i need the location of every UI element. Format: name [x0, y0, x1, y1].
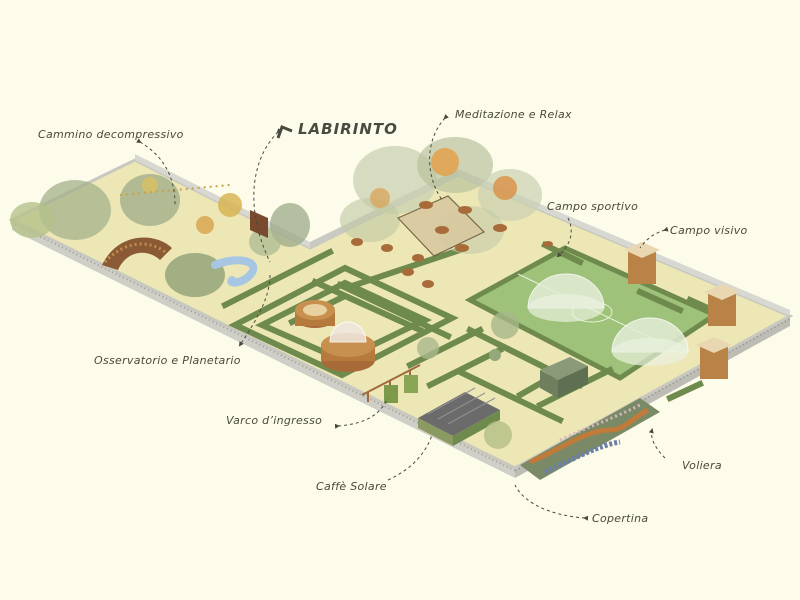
geodesic-domes: [527, 273, 689, 366]
label-osservatorio-planetario: Osservatorio e Planetario: [94, 354, 241, 367]
entrance-gate: [361, 364, 421, 403]
label-campo-visivo: Campo visivo: [670, 224, 748, 237]
decompression-garden: [10, 174, 310, 297]
solar-cafe: [418, 387, 500, 446]
label-cammino-decompressivo: Cammino decompressivo: [38, 128, 184, 141]
scattered-trees: [417, 311, 519, 449]
seating-stools: [351, 201, 553, 288]
service-building: [540, 357, 588, 398]
meditation-forest: [340, 137, 542, 254]
title-labirinto: LABIRINTO: [298, 120, 398, 138]
label-caffe-solare: Caffè Solare: [316, 480, 387, 493]
watch-towers: [624, 242, 740, 379]
annotation-leaders: [136, 114, 669, 521]
aviary-garden: [520, 398, 660, 480]
label-copertina: Copertina: [592, 512, 649, 525]
labirinto-arrow-icon: [276, 125, 293, 139]
label-varco-ingresso: Varco d’ingresso: [226, 414, 323, 427]
label-campo-sportivo: Campo sportivo: [547, 200, 639, 213]
observatory-planetarium: [295, 300, 375, 372]
label-meditazione-relax: Meditazione e Relax: [455, 108, 572, 121]
label-voliera: Voliera: [682, 459, 722, 472]
